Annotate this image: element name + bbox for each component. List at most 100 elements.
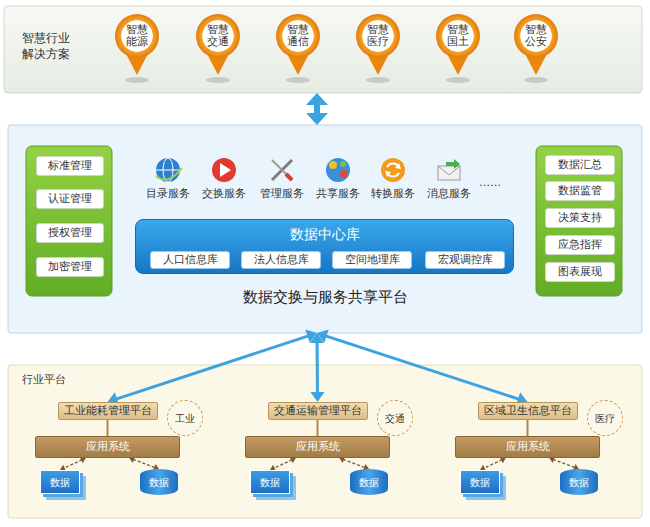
- top-band-ground: [4, 6, 642, 93]
- arrow-head: [310, 392, 324, 402]
- connector-line: [116, 336, 308, 399]
- connector-line: [316, 342, 319, 393]
- node-text: 智慧 国土: [446, 24, 470, 48]
- map-pin: 智慧 国土: [436, 14, 480, 58]
- node-text: 智慧 通信: [286, 24, 310, 48]
- platform-ground: [8, 125, 642, 333]
- platform-label: 工业能耗管理平台: [58, 402, 158, 420]
- connector: [107, 420, 108, 436]
- connector-line: [484, 460, 502, 469]
- mgmt-button: 加密管理: [36, 257, 104, 277]
- node-text: 应急指挥: [558, 238, 602, 252]
- node-text: 图表展现: [558, 265, 602, 279]
- mgmt-button: 标准管理: [36, 156, 104, 176]
- node-text: 数据中心库: [136, 225, 513, 243]
- arrow-head: [306, 93, 328, 105]
- map-pin: 智慧 能源: [115, 14, 159, 58]
- service-label: 管理服务: [260, 186, 304, 201]
- node-text: 智慧行业 解决方案: [22, 30, 74, 62]
- connector: [60, 457, 86, 471]
- mgmt-button: 授权管理: [36, 223, 104, 243]
- connector: [270, 457, 296, 471]
- platform-label: 交通运输管理平台: [268, 402, 368, 420]
- node-text: 法人信息库: [254, 253, 309, 267]
- node-text: 标准管理: [48, 159, 92, 173]
- app-system-box: 应用系统: [35, 436, 180, 458]
- pin-tails: [122, 46, 551, 83]
- node-text: 数据: [260, 476, 280, 489]
- app-system-box: 应用系统: [245, 436, 390, 458]
- database-pill: 法人信息库: [241, 251, 321, 269]
- node-text: 智慧 能源: [125, 24, 149, 48]
- node-text: 加密管理: [48, 260, 92, 274]
- connector-line: [64, 460, 82, 469]
- industry-circle: 交通: [377, 400, 413, 436]
- industry-ground: [8, 365, 642, 518]
- connector: [317, 329, 527, 405]
- service-label: 交换服务: [202, 186, 246, 201]
- solution-band: 智慧行业 解决方案智慧 能源智慧 交通智慧 通信智慧 医疗智慧 国土智慧 公安: [4, 6, 642, 93]
- database-pill: 空间地理库: [332, 251, 412, 269]
- industry-circle: 工业: [167, 400, 203, 436]
- connector: [310, 333, 324, 402]
- data-stack: 数据: [250, 470, 290, 494]
- node-text: 数据: [149, 476, 169, 489]
- node-text: 授权管理: [48, 226, 92, 240]
- function-button: 图表展现: [545, 262, 615, 282]
- arrow-head: [306, 113, 328, 125]
- industry-circle: 医疗: [587, 400, 623, 436]
- function-button: 数据汇总: [545, 155, 615, 175]
- connector: [317, 420, 318, 436]
- node-text: 应用系统: [296, 440, 340, 454]
- node-text: 行业平台: [22, 373, 650, 387]
- connector-line: [527, 420, 529, 436]
- service-label: 转换服务: [371, 186, 415, 201]
- service-label: ……: [479, 176, 501, 189]
- map-pin: 智慧 公安: [514, 14, 558, 58]
- node-text: 医疗: [595, 412, 615, 425]
- node-text: 空间地理库: [345, 253, 400, 267]
- node-text: 数据: [50, 476, 70, 489]
- node-text: 应用系统: [506, 440, 550, 454]
- connector: [480, 457, 506, 471]
- node-text: 数据: [359, 476, 379, 489]
- node-text: 数据交换与服务共享平台: [8, 288, 642, 308]
- mgmt-button: 认证管理: [36, 189, 104, 209]
- function-button: 应急指挥: [545, 235, 615, 255]
- data-center-box: 数据中心库人口信息库法人信息库空间地理库宏观调控库: [135, 219, 514, 274]
- connector: [306, 93, 328, 125]
- platform-label: 区域卫生信息平台: [478, 402, 578, 420]
- service-label: 目录服务: [146, 186, 190, 201]
- function-button: 决策支持: [545, 208, 615, 228]
- node-text: 认证管理: [48, 192, 92, 206]
- connector-line: [553, 459, 575, 467]
- connector-line: [317, 420, 319, 436]
- connector-line: [343, 459, 365, 467]
- service-label: 消息服务: [427, 186, 471, 201]
- node-text: 决策支持: [558, 211, 602, 225]
- platform-panel: 数据交换与服务共享平台标准管理认证管理授权管理加密管理数据中心库人口信息库法人信…: [8, 125, 642, 333]
- node-text: 工业能耗管理平台: [64, 404, 152, 418]
- node-text: 区域卫生信息平台: [484, 404, 572, 418]
- app-system-box: 应用系统: [455, 436, 600, 458]
- data-cylinder: 数据: [560, 469, 598, 495]
- arrow-head: [317, 329, 329, 342]
- node-text: 数据汇总: [558, 158, 602, 172]
- node-text: 数据: [470, 476, 490, 489]
- node-text: 宏观调控库: [438, 253, 493, 267]
- left-green-panel: [26, 146, 112, 296]
- data-cylinder: 数据: [140, 469, 178, 495]
- node-text: 数据: [569, 476, 589, 489]
- connector: [527, 420, 528, 436]
- connector-line: [107, 420, 109, 436]
- node-text: 交通: [385, 412, 405, 425]
- connector-line: [133, 459, 155, 467]
- connector-line: [326, 336, 519, 399]
- data-stack: 数据: [40, 470, 80, 494]
- database-pill: 宏观调控库: [425, 251, 505, 269]
- node-text: 应用系统: [86, 440, 130, 454]
- connector-line: [274, 460, 292, 469]
- service-label: 共享服务: [316, 186, 360, 201]
- data-stack: 数据: [460, 470, 500, 494]
